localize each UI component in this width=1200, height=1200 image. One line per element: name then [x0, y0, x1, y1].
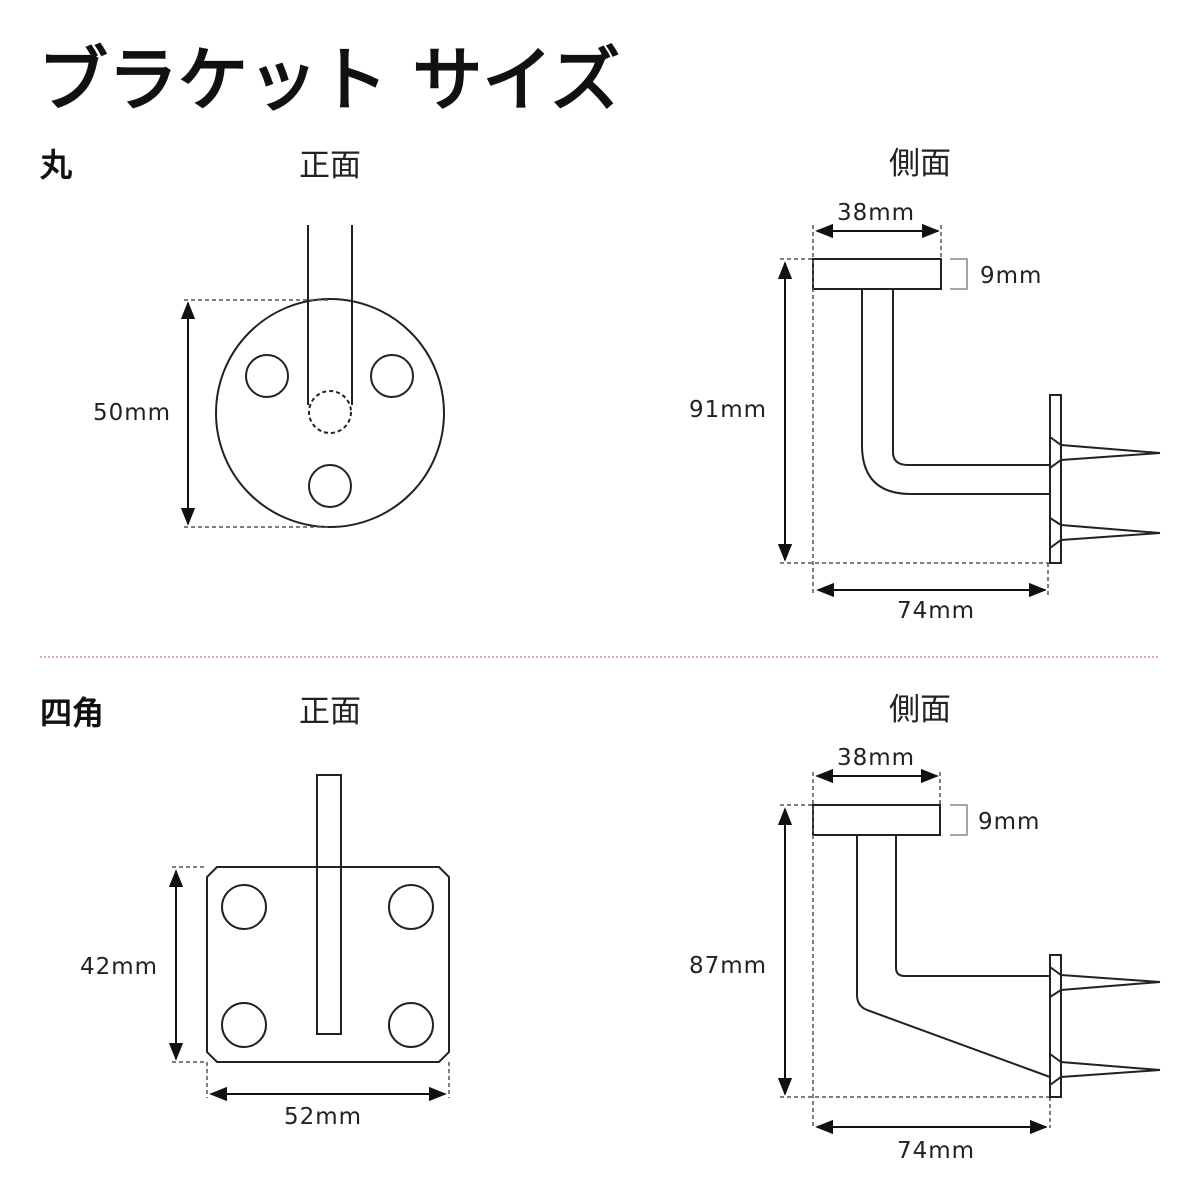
- arm-outer: [861, 289, 1050, 495]
- square-plate: [206, 866, 450, 1063]
- round-section: 丸 正面 側面 50mm 38mm 9mm 91mm: [39, 146, 1161, 624]
- round-plate: [215, 298, 445, 528]
- front-view-label: 正面: [299, 148, 361, 184]
- plate-width-label: 38mm: [837, 200, 915, 226]
- plate-width-label: 38mm: [837, 745, 915, 771]
- height-label: 91mm: [689, 397, 767, 423]
- screw: [1049, 966, 1161, 998]
- side-view-label: 側面: [889, 146, 951, 182]
- wall-plate: [1049, 394, 1062, 564]
- arm-inner: [895, 835, 1050, 977]
- depth-label: 74mm: [897, 1138, 975, 1164]
- screw: [1049, 517, 1161, 549]
- square-side-view: 38mm 9mm 87mm 74mm: [689, 745, 1161, 1164]
- height-label: 87mm: [689, 953, 767, 979]
- section-label-round: 丸: [39, 146, 72, 184]
- square-section: 四角 正面 側面 42mm 52mm 38mm 9mm 87mm: [40, 692, 1161, 1164]
- section-label-square: 四角: [40, 694, 104, 732]
- screw-hole: [370, 354, 414, 398]
- wall-plate: [1049, 954, 1062, 1098]
- screw-hole: [245, 354, 289, 398]
- rail-plate: [812, 258, 942, 290]
- arm-inner: [892, 289, 1050, 466]
- post: [307, 225, 353, 405]
- screw-hole: [388, 884, 434, 930]
- screw-hole: [308, 464, 352, 508]
- round-front-view: 50mm: [93, 225, 445, 528]
- rail-plate: [812, 804, 941, 836]
- square-front-view: 42mm 52mm: [80, 774, 450, 1130]
- screw-hole: [388, 1002, 434, 1048]
- page-title: ブラケット サイズ: [38, 39, 620, 121]
- round-side-view: 38mm 9mm 91mm 74mm: [689, 200, 1161, 624]
- post: [316, 774, 342, 1035]
- side-view-label: 側面: [889, 692, 951, 728]
- plate-thickness-label: 9mm: [980, 263, 1042, 289]
- arm-outer: [856, 835, 1051, 1078]
- screw-hole: [221, 1002, 267, 1048]
- screw: [1049, 1053, 1161, 1086]
- plate-height-label: 42mm: [80, 954, 158, 980]
- screw: [1049, 436, 1161, 469]
- front-view-label: 正面: [299, 694, 361, 730]
- hidden-hole: [308, 390, 352, 434]
- plate-thickness-label: 9mm: [978, 809, 1040, 835]
- diameter-label: 50mm: [93, 400, 171, 426]
- depth-label: 74mm: [897, 598, 975, 624]
- plate-width-label: 52mm: [284, 1104, 362, 1130]
- screw-hole: [221, 884, 267, 930]
